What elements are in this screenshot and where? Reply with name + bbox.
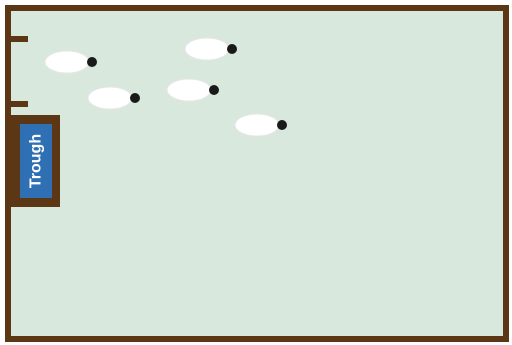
sheep-head (227, 44, 237, 54)
sheep-wool (185, 38, 229, 60)
gate-post-top (8, 36, 28, 42)
sheep-head (209, 85, 219, 95)
sheep-wool (88, 87, 132, 109)
sheep-wool (45, 51, 89, 73)
sheep-head (130, 93, 140, 103)
trough: Trough (10, 115, 60, 207)
trough-label: Trough (28, 134, 45, 188)
sheep-head (87, 57, 97, 67)
sheep-head (277, 120, 287, 130)
gate-post-bottom (8, 101, 28, 107)
sheep-wool (235, 114, 279, 136)
sheep-wool (167, 79, 211, 101)
